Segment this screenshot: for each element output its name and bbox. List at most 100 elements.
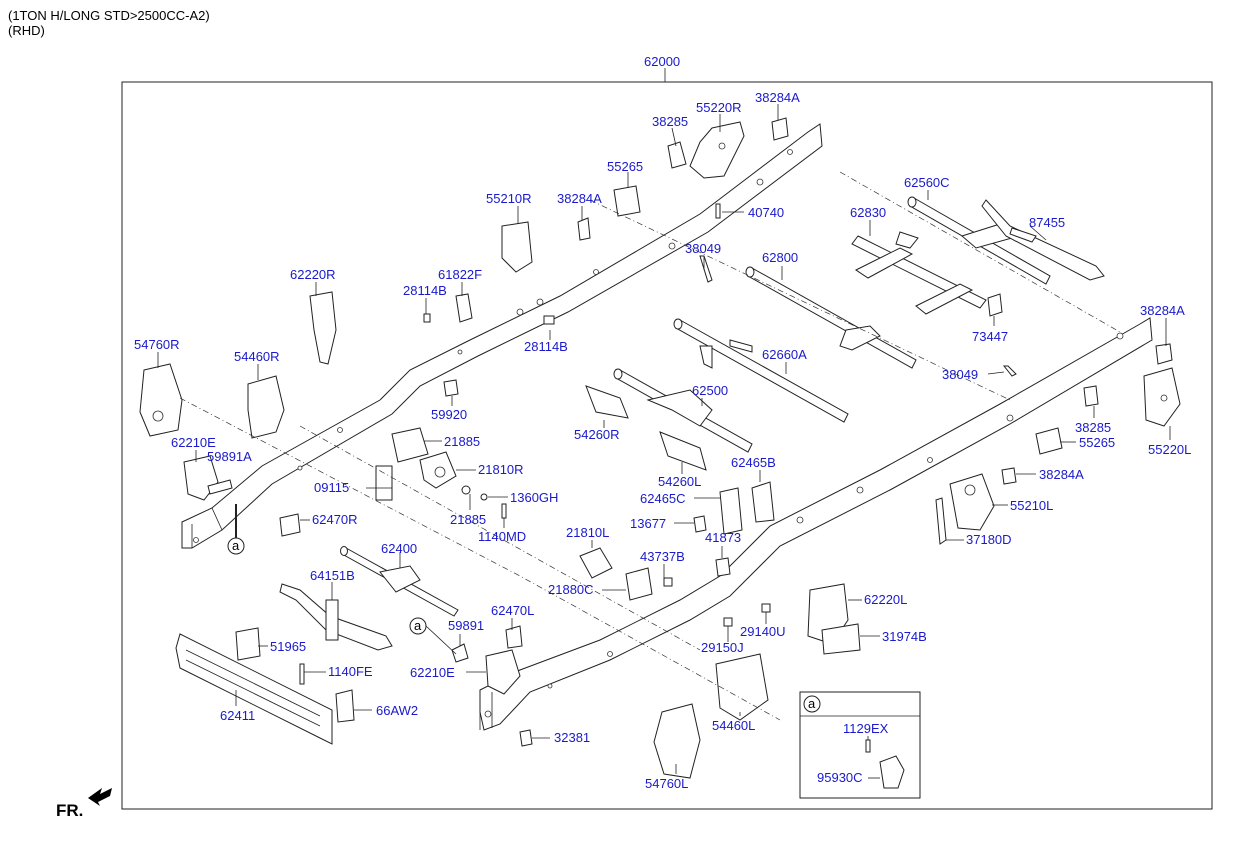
brace-87455	[981, 199, 1105, 281]
label-32381[interactable]: 32381	[554, 730, 590, 745]
label-43737B[interactable]: 43737B	[640, 549, 685, 564]
cross-member-62560C	[907, 196, 1051, 285]
label-66AW2[interactable]: 66AW2	[376, 703, 418, 718]
label-59891[interactable]: 59891	[448, 618, 484, 633]
label-38049[interactable]: 38049	[942, 367, 978, 382]
label-54460R[interactable]: 54460R	[234, 349, 280, 364]
bracket-62465B	[751, 481, 775, 523]
label-62470L[interactable]: 62470L	[491, 603, 534, 618]
label-62660A[interactable]: 62660A	[762, 347, 807, 362]
label-62400[interactable]: 62400	[381, 541, 417, 556]
label-38284A[interactable]: 38284A	[1140, 303, 1185, 318]
label-59891A[interactable]: 59891A	[207, 449, 252, 464]
label-62411[interactable]: 62411	[220, 708, 255, 723]
label-38285[interactable]: 38285	[1075, 420, 1111, 435]
label-38284A[interactable]: 38284A	[755, 90, 800, 105]
cross-member-62800	[745, 266, 917, 369]
label-54460L[interactable]: 54460L	[712, 718, 755, 733]
label-55210R[interactable]: 55210R	[486, 191, 532, 206]
label-62210E[interactable]: 62210E	[171, 435, 216, 450]
clip-41873	[715, 557, 731, 577]
label-55265[interactable]: 55265	[607, 159, 643, 174]
bracket-55210R	[501, 221, 533, 273]
label-28114B[interactable]: 28114B	[403, 283, 447, 298]
label-38284A[interactable]: 38284A	[557, 191, 602, 206]
label-62500[interactable]: 62500	[692, 383, 728, 398]
label-09115[interactable]: 09115	[314, 480, 349, 495]
label-21885[interactable]: 21885	[450, 512, 486, 527]
label-21885[interactable]: 21885	[444, 434, 480, 449]
bolt-1140FE	[299, 663, 305, 685]
label-38285[interactable]: 38285	[652, 114, 688, 129]
label-62220R[interactable]: 62220R	[290, 267, 336, 282]
label-13677[interactable]: 13677	[630, 516, 666, 531]
label-54760R[interactable]: 54760R	[134, 337, 180, 352]
label-61822F[interactable]: 61822F	[438, 267, 482, 282]
label-55220R[interactable]: 55220R	[696, 100, 742, 115]
label-1360GH[interactable]: 1360GH	[510, 490, 558, 505]
bracket-61822F	[455, 293, 473, 323]
cross-member-62830	[851, 231, 987, 315]
label-40740[interactable]: 40740	[748, 205, 784, 220]
label-62220L[interactable]: 62220L	[864, 592, 907, 607]
label-21810L[interactable]: 21810L	[566, 525, 609, 540]
bracket-54760L	[653, 703, 701, 779]
mount-62210E-2	[485, 649, 521, 695]
label-54260L[interactable]: 54260L	[658, 474, 701, 489]
label-31974B[interactable]: 31974B	[882, 629, 927, 644]
model-spec-line: (1TON H/LONG STD>2500CC-A2)	[8, 8, 210, 23]
label-73447[interactable]: 73447	[972, 329, 1008, 344]
bracket-54260R	[585, 385, 629, 419]
callout-circle-a-1[interactable]	[227, 537, 245, 555]
label-64151B[interactable]: 64151B	[310, 568, 355, 583]
front-direction-indicator: FR.	[56, 788, 112, 820]
bracket-38285-2	[1083, 385, 1099, 407]
label-28114B[interactable]: 28114B	[524, 339, 568, 354]
label-62800[interactable]: 62800	[762, 250, 798, 265]
label-95930C[interactable]: 95930C	[817, 770, 863, 785]
label-38049[interactable]: 38049	[685, 241, 721, 256]
label-54260R[interactable]: 54260R	[574, 427, 620, 442]
callout-circle-a-2[interactable]	[409, 617, 427, 635]
label-62470R[interactable]: 62470R	[312, 512, 358, 527]
label-1129EX[interactable]: 1129EX	[843, 721, 889, 736]
callout-a-1-label: a	[232, 538, 240, 553]
bracket-62470R	[279, 513, 301, 537]
label-29140U[interactable]: 29140U	[740, 624, 786, 639]
label-55220L[interactable]: 55220L	[1148, 442, 1191, 457]
clip-28114B-1	[423, 313, 431, 323]
assembly-frame	[121, 81, 1213, 810]
front-arrow-icon	[88, 788, 112, 806]
cap-73447	[987, 293, 1003, 317]
bolt-1140MD	[501, 503, 507, 519]
label-21880C[interactable]: 21880C	[548, 582, 594, 597]
label-62210E[interactable]: 62210E	[410, 665, 455, 680]
label-54760L[interactable]: 54760L	[645, 776, 688, 791]
label-51965[interactable]: 51965	[270, 639, 306, 654]
bracket-31974B	[821, 623, 861, 655]
label-87455[interactable]: 87455	[1029, 215, 1065, 230]
washer-21885-2	[461, 485, 471, 495]
bracket-38284A-2	[577, 217, 591, 241]
bracket-54460L	[715, 653, 769, 721]
label-62000[interactable]: 62000	[644, 54, 680, 69]
label-41873[interactable]: 41873	[705, 530, 741, 545]
label-55210L[interactable]: 55210L	[1010, 498, 1053, 513]
label-59920[interactable]: 59920	[431, 407, 467, 422]
label-62830[interactable]: 62830	[850, 205, 886, 220]
bracket-55220R	[689, 121, 745, 179]
label-62465B[interactable]: 62465B	[731, 455, 776, 470]
label-62465C[interactable]: 62465C	[640, 491, 686, 506]
label-1140MD[interactable]: 1140MD	[478, 529, 526, 544]
label-1140FE[interactable]: 1140FE	[328, 664, 373, 679]
label-62560C[interactable]: 62560C	[904, 175, 950, 190]
label-37180D[interactable]: 37180D	[966, 532, 1012, 547]
bracket-55265-2	[1035, 427, 1063, 455]
label-29150J[interactable]: 29150J	[701, 640, 744, 655]
cross-member-62660A	[673, 318, 849, 423]
label-21810R[interactable]: 21810R	[478, 462, 524, 477]
label-55265[interactable]: 55265	[1079, 435, 1115, 450]
label-38284A[interactable]: 38284A	[1039, 467, 1084, 482]
right-side-rail	[181, 123, 823, 549]
bracket-21880C	[625, 567, 653, 601]
